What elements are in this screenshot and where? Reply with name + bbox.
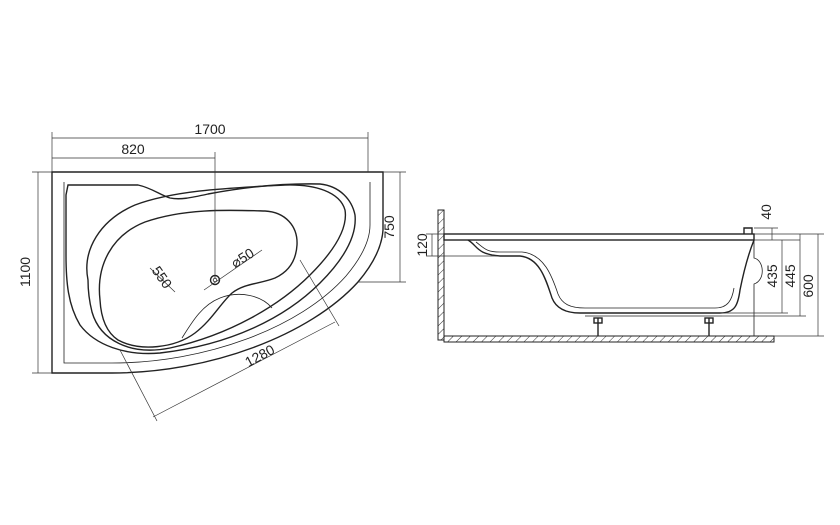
side-tub-inner (475, 241, 735, 309)
dim-rim-thickness-label: 40 (758, 204, 774, 220)
drain-inner (212, 277, 218, 283)
plan-rim-outline (65, 183, 356, 355)
dim-total-height-label: 600 (800, 274, 816, 298)
side-tub-profile (467, 239, 755, 314)
dim-short-side-label: 750 (381, 215, 397, 239)
side-wall (437, 209, 445, 341)
dim-depth-label: 1100 (17, 257, 33, 287)
plan-apron-line (63, 182, 371, 364)
dim-rim-offset-label: 120 (414, 233, 430, 257)
leg-right-pad (704, 317, 714, 324)
plan-view: 1700 820 1100 750 1280 550 ⌀50 (17, 121, 406, 422)
side-apron (753, 240, 763, 336)
side-rim (443, 233, 755, 241)
dim-offset-label: 820 (121, 141, 145, 157)
plan-inner-basin (86, 184, 347, 351)
dim-inner-depth-label: 435 (764, 264, 780, 288)
plan-outer-outline (51, 171, 384, 374)
dim-diagonal-label: 1280 (242, 341, 277, 370)
side-floor (443, 335, 775, 343)
side-overflow-fitting (743, 227, 753, 234)
dim-width-label: 1700 (194, 121, 225, 137)
leg-left-pad (593, 317, 603, 324)
dim-inner-width-label: 550 (149, 263, 176, 291)
drain-label: ⌀50 (228, 245, 257, 271)
dim-tub-depth-label: 445 (782, 264, 798, 288)
plan-seat-contour (181, 294, 273, 339)
plan-bathing-well (98, 209, 298, 348)
side-view: 120 40 435 445 600 (414, 204, 824, 343)
